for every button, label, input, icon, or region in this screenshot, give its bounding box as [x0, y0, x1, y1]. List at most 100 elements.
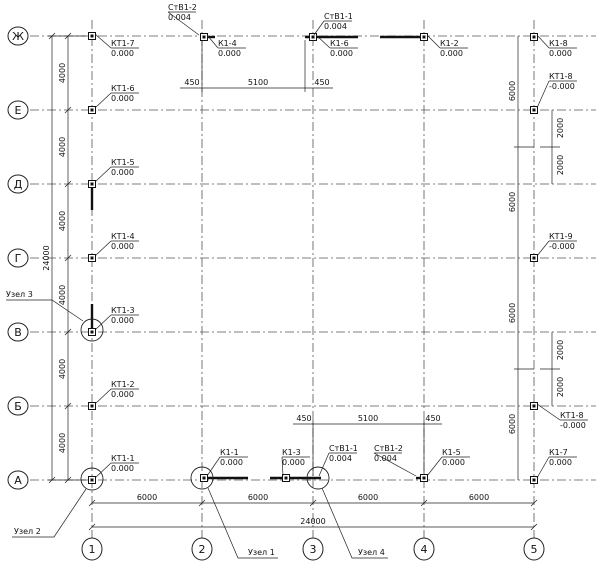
- column-marker-core: [532, 404, 536, 408]
- axis-label-row-d: Д: [14, 178, 23, 191]
- column-marker-core: [90, 34, 94, 38]
- column-name-label: КТ1-3: [111, 306, 135, 315]
- column-elevation-label: 0.000: [111, 390, 134, 399]
- column-marker-core: [532, 478, 536, 482]
- column-label-leader: [536, 456, 550, 479]
- row-axis-bubbles: Ж Е Д Г В Б А: [7, 26, 29, 490]
- left-bay-dim-4: 4000: [58, 285, 67, 305]
- axis-bubble-row-b: [7, 396, 29, 416]
- column-elevation-label: 0.000: [282, 458, 305, 467]
- column-elevation-label: 0.000: [111, 168, 134, 177]
- column-elevation-label: 0.000: [111, 316, 134, 325]
- node-1-label: Узел 1: [248, 548, 275, 557]
- column-elevation-label: 0.000: [218, 49, 241, 58]
- column-elevation-label: 0.004: [329, 454, 352, 463]
- column-label-leader: [94, 314, 112, 331]
- bottom-open-dim-3: 450: [425, 414, 440, 423]
- column-label-leader: [94, 388, 112, 405]
- left-bay-dim-6: 4000: [58, 433, 67, 453]
- top-dim-3: 450: [314, 78, 329, 87]
- column-marker-core: [532, 108, 536, 112]
- column-label-leader: [94, 462, 112, 479]
- axis-label-row-b: Б: [14, 400, 22, 413]
- horizontal-grid-lines: [30, 35, 596, 481]
- column-name-label: КТ1-2: [111, 380, 135, 389]
- column-name-label: КТ1-7: [111, 39, 135, 48]
- node-3-leader: [6, 299, 84, 322]
- axis-bubble-row-v: [7, 322, 29, 342]
- column-elevation-label: 0.000: [549, 49, 572, 58]
- axis-label-col-3: 3: [310, 543, 317, 556]
- column-label-leader: [94, 166, 112, 183]
- column-elevation-label: 0.000: [549, 458, 572, 467]
- bottom-bay-dim-1: 6000: [137, 493, 157, 502]
- column-axis-bubbles: 1 2 3 4 5: [81, 537, 545, 561]
- right-dim-8: 6000: [508, 414, 517, 434]
- top-dim-2: 5100: [248, 78, 268, 87]
- wall-segments: [90, 35, 428, 480]
- axis-bubble-row-zh: [7, 26, 29, 46]
- column-markers: КТ1-70.000КТ1-60.000КТ1-50.000КТ1-40.000…: [88, 3, 588, 484]
- right-dim-3: 2000: [556, 155, 565, 175]
- left-tick-e: [64, 106, 72, 114]
- left-total-dim: 24000: [42, 245, 51, 270]
- column-marker-core: [90, 108, 94, 112]
- axis-label-col-5: 5: [531, 543, 538, 556]
- column-name-label: КТ1-1: [111, 454, 135, 463]
- column-name-label: КТ1-8: [549, 72, 573, 81]
- column-marker-core: [311, 35, 315, 39]
- bottom-dimension-chain: 6000 6000 6000 6000 24000: [88, 493, 538, 531]
- node-4-circle: [306, 466, 330, 490]
- column-label-leader: [426, 34, 441, 49]
- right-dimension-chain: 6000 2000 2000 6000 6000 2000 2000 6000: [508, 36, 565, 480]
- bottom-total-tick-1: [88, 523, 96, 531]
- right-dim-1: 6000: [508, 81, 517, 101]
- column-elevation-label: 0.004: [168, 13, 191, 22]
- column-name-label: КТ1-6: [111, 84, 135, 93]
- right-dim-4: 6000: [508, 192, 517, 212]
- node-2-circle: [80, 467, 104, 491]
- column-marker-core: [90, 478, 94, 482]
- column-name-label: К1-5: [442, 448, 461, 457]
- column-name-label: К1-4: [218, 39, 237, 48]
- column-name-label: СтВ1-1: [329, 444, 358, 453]
- axis-label-col-2: 2: [199, 543, 206, 556]
- column-label-leader: [536, 34, 550, 49]
- left-total-tick-top: [48, 32, 56, 40]
- column-marker-core: [90, 330, 94, 334]
- column-elevation-label: -0.000: [549, 242, 575, 251]
- column-marker-core: [422, 35, 426, 39]
- column-label-leader: [426, 456, 443, 477]
- axis-bubble-col-4: [413, 537, 435, 561]
- column-name-label: СтВ1-1: [324, 12, 353, 21]
- bottom-opening-dims: 450 5100 450: [293, 414, 442, 476]
- left-tick-b: [64, 402, 72, 410]
- column-elevation-label: 0.000: [111, 242, 134, 251]
- axis-bubble-col-5: [523, 537, 545, 561]
- axis-label-row-zh: Ж: [12, 30, 24, 43]
- left-total-tick-bottom: [48, 476, 56, 484]
- column-marker-core: [532, 256, 536, 260]
- node-3-label: Узел 3: [6, 290, 33, 299]
- column-marker-core: [532, 35, 536, 39]
- column-marker-core: [90, 256, 94, 260]
- column-name-label: К1-8: [549, 39, 568, 48]
- left-tick-v: [64, 328, 72, 336]
- bottom-tick-5: [530, 499, 538, 507]
- axis-bubble-row-a: [7, 470, 29, 490]
- column-elevation-label: 0.000: [440, 49, 463, 58]
- column-elevation-label: 0.004: [324, 22, 347, 31]
- left-tick-zh: [64, 32, 72, 40]
- node-3-circle: [80, 318, 104, 342]
- column-name-label: КТ1-4: [111, 232, 135, 241]
- column-elevation-label: 0.000: [330, 49, 353, 58]
- column-label-leader: [94, 33, 112, 49]
- column-label-leader: [315, 34, 331, 49]
- axis-label-col-4: 4: [421, 543, 428, 556]
- column-elevation-label: 0.000: [220, 458, 243, 467]
- column-label-leader: [373, 452, 417, 477]
- bottom-tick-3: [309, 499, 317, 507]
- column-elevation-label: 0.000: [442, 458, 465, 467]
- column-elevation-label: 0.004: [374, 454, 397, 463]
